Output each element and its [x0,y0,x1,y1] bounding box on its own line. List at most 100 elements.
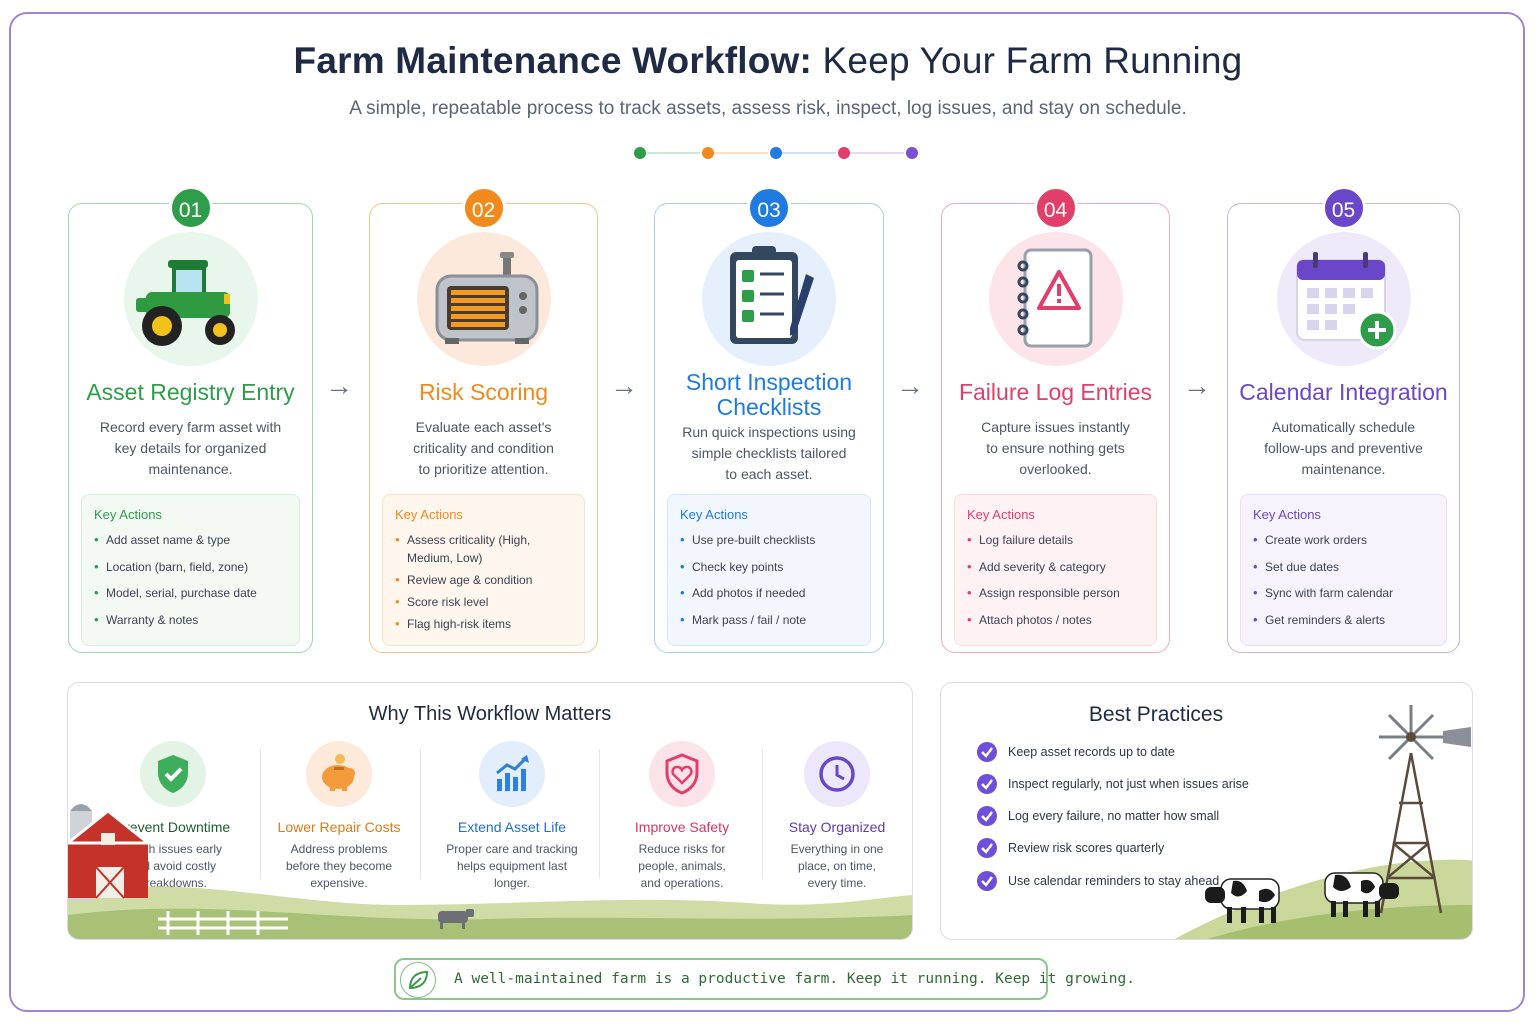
key-actions-box: Key Actions Log failure details Add seve… [954,494,1157,646]
progress-dot-2 [702,147,714,159]
benefit-extend-asset-life: Extend Asset Life Proper care and tracki… [437,741,587,892]
footer-tagline: A well-maintained farm is a productive f… [454,971,1135,987]
key-actions-header: Key Actions [395,507,463,522]
key-action-item: Log failure details [967,531,1144,549]
progress-dot-3 [770,147,782,159]
checkmark-icon [977,806,997,826]
shield-check-icon [140,741,206,807]
step-progress-dots [634,146,920,160]
key-action-item: Assess criticality (High, Medium, Low) [395,531,572,567]
best-practices-panel: Best Practices Keep asset records up to … [940,682,1473,940]
benefit-title: Extend Asset Life [457,819,567,835]
piggy-bank-icon [306,741,372,807]
key-actions-box: Key Actions Create work orders Set due d… [1240,494,1447,646]
key-action-item: Score risk level [395,593,572,611]
clipboard-checklist-icon [702,232,836,366]
key-action-item: Flag high-risk items [395,615,572,633]
windmill-blades-icon [1379,705,1443,761]
key-action-item: Add severity & category [967,558,1144,576]
key-action-item: Warranty & notes [94,611,287,629]
key-action-item: Get reminders & alerts [1253,611,1434,629]
key-actions-header: Key Actions [680,507,748,522]
arrow-right-icon: → [1183,370,1211,401]
step-card-asset-registry: 01 Asset Registry Entry Record every far… [68,186,313,653]
key-action-item: Add photos if needed [680,584,858,602]
key-action-item: Check key points [680,558,858,576]
benefit-title: Prevent Downtime [115,819,231,835]
benefit-title: Lower Repair Costs [277,819,401,835]
cow-icon [1324,872,1399,917]
tractor-icon [123,232,258,366]
progress-connector [712,152,768,154]
divider [599,749,600,879]
key-action-item: Location (barn, field, zone) [94,558,287,576]
key-action-item: Review age & condition [395,571,572,589]
arrow-right-icon: → [325,370,353,401]
step-number-badge: 03 [747,186,791,230]
key-action-item: Sync with farm calendar [1253,584,1434,602]
key-action-item: Set due dates [1253,558,1434,576]
step-title: Asset Registry Entry [86,379,295,405]
benefit-title: Improve Safety [634,819,730,835]
progress-dot-1 [634,147,646,159]
step-title: Failure Log Entries [958,379,1153,405]
best-practices-title: Best Practices [1088,703,1224,726]
progress-connector [644,152,700,154]
fence-icon [158,911,288,935]
key-action-item: Mark pass / fail / note [680,611,858,629]
divider [762,749,763,879]
why-panel-title: Why This Workflow Matters [368,703,612,725]
calendar-plus-icon [1276,232,1411,366]
step-title: Risk Scoring [418,379,549,405]
clock-icon [804,741,870,807]
key-actions-header: Key Actions [94,507,162,522]
key-action-item: Assign responsible person [967,584,1144,602]
progress-dot-5 [906,147,918,159]
heater-icon [416,232,551,366]
step-number-badge: 04 [1033,186,1078,230]
key-actions-box: Key Actions Add asset name & type Locati… [81,494,300,646]
divider [260,749,261,879]
key-actions-box: Key Actions Assess criticality (High, Me… [382,494,585,646]
why-workflow-matters-panel: Why This Workflow Matters Prevent Downti… [67,682,913,940]
arrow-right-icon: → [610,370,638,401]
leaf-icon [400,962,436,998]
key-action-item: Use pre-built checklists [680,531,858,549]
checkmark-icon [977,871,997,891]
step-card-calendar-integration: 05 Calendar Integration Automatically sc… [1227,186,1460,653]
page-title: Farm Maintenance Workflow: Keep Your Far… [293,40,1243,81]
footer-banner: A well-maintained farm is a productive f… [394,958,1135,1000]
step-number-badge: 01 [168,186,213,230]
page-subtitle: A simple, repeatable process to track as… [349,98,1187,119]
arrow-right-icon: → [896,370,924,401]
key-action-item: Create work orders [1253,531,1434,549]
key-action-item: Model, serial, purchase date [94,584,287,602]
distant-cow-icon [438,909,474,929]
step-number-badge: 02 [461,186,506,230]
step-number-badge: 05 [1321,186,1366,230]
checkmark-icon [977,774,997,794]
progress-connector [780,152,836,154]
checkmark-icon [977,742,997,762]
key-actions-header: Key Actions [1253,507,1321,522]
progress-dot-4 [838,147,850,159]
key-actions-box: Key Actions Use pre-built checklists Che… [667,494,871,646]
step-card-failure-log: 04 Failure Log Entries Capture issues in… [941,186,1170,653]
